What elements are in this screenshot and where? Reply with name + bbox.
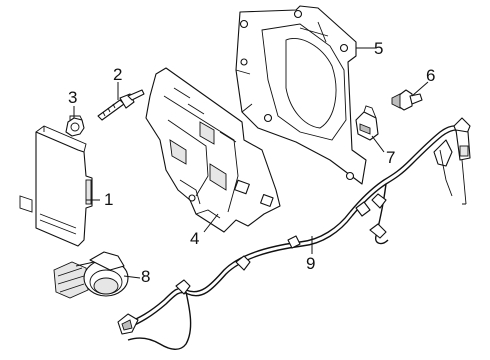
callout-7: 7 — [386, 148, 396, 167]
leader-8 — [123, 275, 141, 279]
callout-9: 9 — [306, 254, 316, 273]
callout-1: 1 — [104, 190, 114, 209]
wiring-harness — [117, 117, 471, 350]
callout-5: 5 — [374, 39, 384, 58]
callout-8: 8 — [141, 267, 151, 286]
control-module — [19, 125, 93, 247]
parking-sensor — [53, 251, 129, 299]
callout-4: 4 — [190, 229, 200, 248]
stud-bolt — [97, 89, 145, 121]
shield-plate — [235, 5, 367, 185]
leader-6 — [411, 81, 429, 97]
callout-6: 6 — [426, 66, 436, 85]
push-clip — [391, 89, 423, 111]
module-bracket — [145, 67, 281, 233]
callout-3: 3 — [68, 88, 78, 107]
leader-7 — [371, 135, 385, 153]
leader-lines — [73, 47, 429, 279]
leader-4 — [203, 213, 219, 233]
retainer-clip — [355, 105, 379, 141]
callout-2: 2 — [113, 65, 123, 84]
nut — [65, 115, 85, 137]
